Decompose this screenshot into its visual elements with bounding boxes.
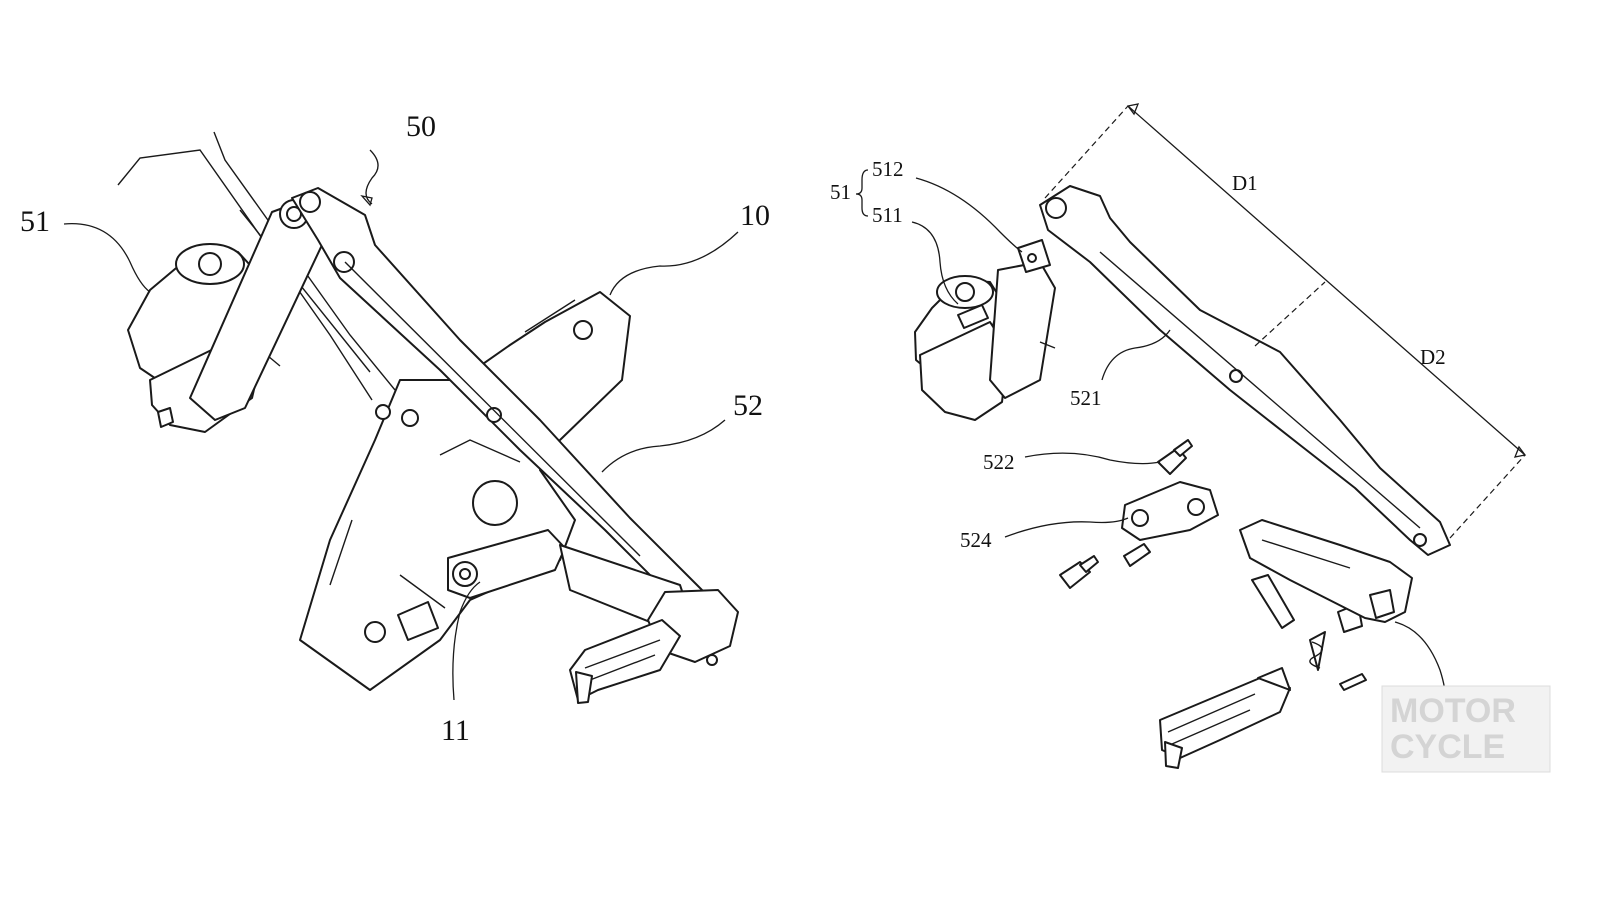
arm-part-521 [1040, 186, 1450, 555]
label-10: 10 [740, 199, 770, 232]
label-521: 521 [1070, 386, 1102, 410]
brace-51 [856, 170, 868, 216]
watermark-logo: MOTOR CYCLE [1382, 686, 1550, 772]
label-11: 11 [441, 714, 470, 747]
footpeg-bracket [1240, 520, 1412, 622]
label-524: 524 [960, 528, 992, 552]
actuator-rod-512 [990, 240, 1055, 398]
label-51-right: 51 [830, 180, 851, 204]
label-50: 50 [406, 110, 436, 143]
leader-522 [1025, 453, 1160, 463]
arrow-50 [362, 196, 372, 205]
watermark-line2: CYCLE [1390, 728, 1505, 766]
label-512: 512 [872, 157, 904, 181]
leader-52 [602, 420, 725, 472]
label-51: 51 [20, 205, 50, 238]
label-511: 511 [872, 203, 903, 227]
dimension-lines [1045, 104, 1525, 538]
leader-512 [916, 178, 1022, 252]
footpeg-right [1160, 668, 1290, 768]
leader-524 [1005, 518, 1128, 537]
label-522: 522 [983, 450, 1015, 474]
left-figure: 50 51 10 52 11 [20, 110, 770, 747]
leader-10 [610, 232, 738, 295]
label-d2: D2 [1420, 345, 1446, 369]
watermark-line1: MOTOR [1390, 692, 1516, 730]
screw-part-522 [1158, 440, 1192, 474]
right-figure: 51 512 511 D1 D2 521 522 524 [830, 104, 1525, 768]
label-52: 52 [733, 389, 763, 422]
link-plate-part-524 [1122, 482, 1218, 540]
label-d1: D1 [1232, 171, 1258, 195]
leader-51 [64, 224, 150, 292]
leader-50 [366, 150, 378, 204]
leader-521 [1102, 330, 1170, 380]
